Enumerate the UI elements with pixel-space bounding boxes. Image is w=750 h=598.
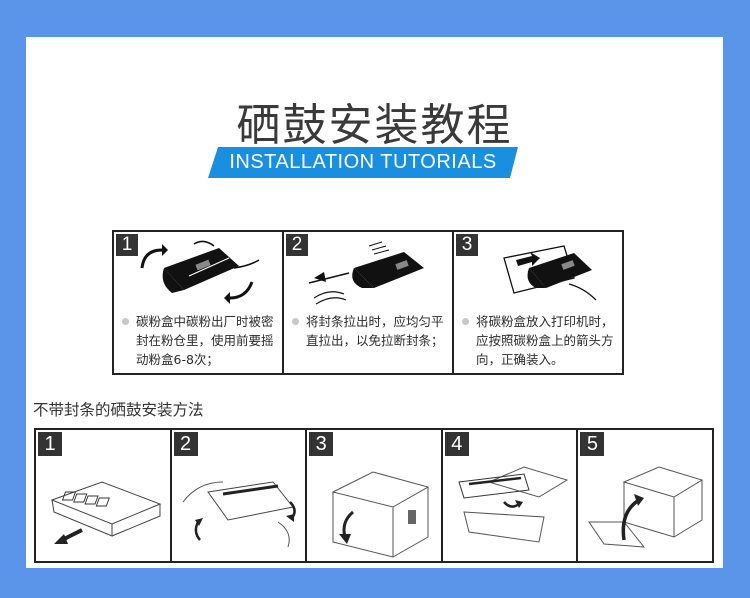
bullet-icon — [122, 318, 129, 325]
close-cover-illustration-icon — [588, 466, 704, 548]
subtitle-banner: INSTALLATION TUTORIALS — [208, 147, 518, 178]
step-number-badge: 5 — [580, 432, 605, 456]
step-number-badge: 1 — [38, 432, 62, 456]
step-number-badge: 1 — [116, 234, 138, 256]
sealed-step-1-text: 碳粉盒中碳粉出厂时被密封在粉仓里，使用前要摇动粉盒6-8次； — [122, 312, 278, 369]
sealed-step-3-text: 将碳粉盒放入打印机时，应按照碳粉盒上的箭头方向，正确装入。 — [462, 312, 618, 369]
unsealed-step-4: 4 — [443, 430, 579, 561]
toner-shake-illustration-icon — [140, 240, 260, 304]
unsealed-step-5: 5 — [578, 430, 712, 561]
remove-packaging-illustration-icon — [50, 481, 162, 544]
step-number-badge: 2 — [286, 234, 308, 256]
insert-cartridge-illustration-icon — [503, 245, 597, 301]
unsealed-step-2: 2 — [172, 430, 308, 561]
step-number-badge: 4 — [444, 432, 469, 456]
bullet-icon — [292, 318, 299, 325]
unsealed-step-3: 3 — [307, 430, 443, 561]
page-title: 硒鼓安装教程 — [236, 100, 513, 151]
unsealed-steps-box: 1 2 — [34, 428, 714, 563]
step-number-badge: 2 — [173, 432, 198, 456]
sealed-steps-box: 1 碳粉盒中碳粉出厂时被密封在粉仓里，使用前要摇动粉盒6-8次； 2 — [112, 230, 624, 375]
unsealed-step-1: 1 — [36, 430, 172, 561]
sealed-step-1: 1 碳粉盒中碳粉出厂时被密封在粉仓里，使用前要摇动粉盒6-8次； — [114, 232, 284, 373]
pull-seal-illustration-icon — [308, 241, 424, 305]
sealed-step-2-text: 将封条拉出时，应均匀平直拉出，以免拉断封条； — [292, 312, 448, 350]
content-panel: 硒鼓安装教程 INSTALLATION TUTORIALS 1 碳粉盒中碳粉出厂… — [26, 37, 723, 568]
step-number-badge: 3 — [456, 234, 478, 256]
rock-drum-illustration-icon — [182, 481, 296, 548]
open-cover-illustration-icon — [331, 471, 430, 558]
insert-drum-illustration-icon — [458, 466, 568, 543]
unsealed-section-heading: 不带封条的硒鼓安装方法 — [33, 401, 204, 419]
bullet-icon — [462, 318, 469, 325]
sealed-step-3: 3 将碳粉盒放入打印机时，应按照碳粉盒上的箭头方向，正确装入。 — [454, 232, 622, 373]
sealed-step-2: 2 将封条拉出时，应均匀平直拉出，以免拉断封条； — [284, 232, 454, 373]
step-number-badge: 3 — [309, 432, 334, 456]
